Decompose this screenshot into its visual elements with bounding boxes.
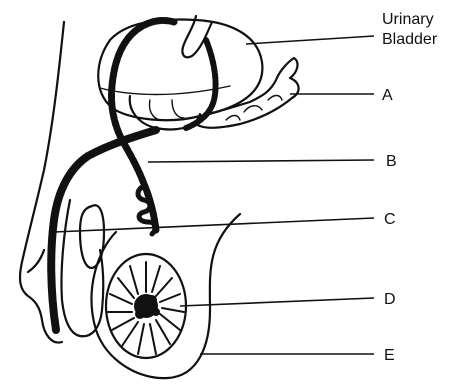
label-urinary: Urinary — [382, 11, 434, 28]
rete-testis — [134, 294, 160, 319]
label-c: C — [384, 211, 396, 228]
label-d: D — [384, 291, 396, 308]
abdomen-outline — [28, 250, 44, 272]
prostate-detail — [149, 100, 184, 120]
leader-line-b — [148, 160, 374, 162]
bladder-fold — [100, 86, 230, 95]
label-b: B — [386, 153, 397, 170]
leader-line-bladder — [246, 36, 374, 44]
label-e: E — [384, 347, 395, 364]
leader-line-c — [54, 218, 374, 232]
label-bladder: Bladder — [382, 31, 438, 48]
body-outline — [20, 22, 64, 343]
label-a: A — [382, 87, 393, 104]
